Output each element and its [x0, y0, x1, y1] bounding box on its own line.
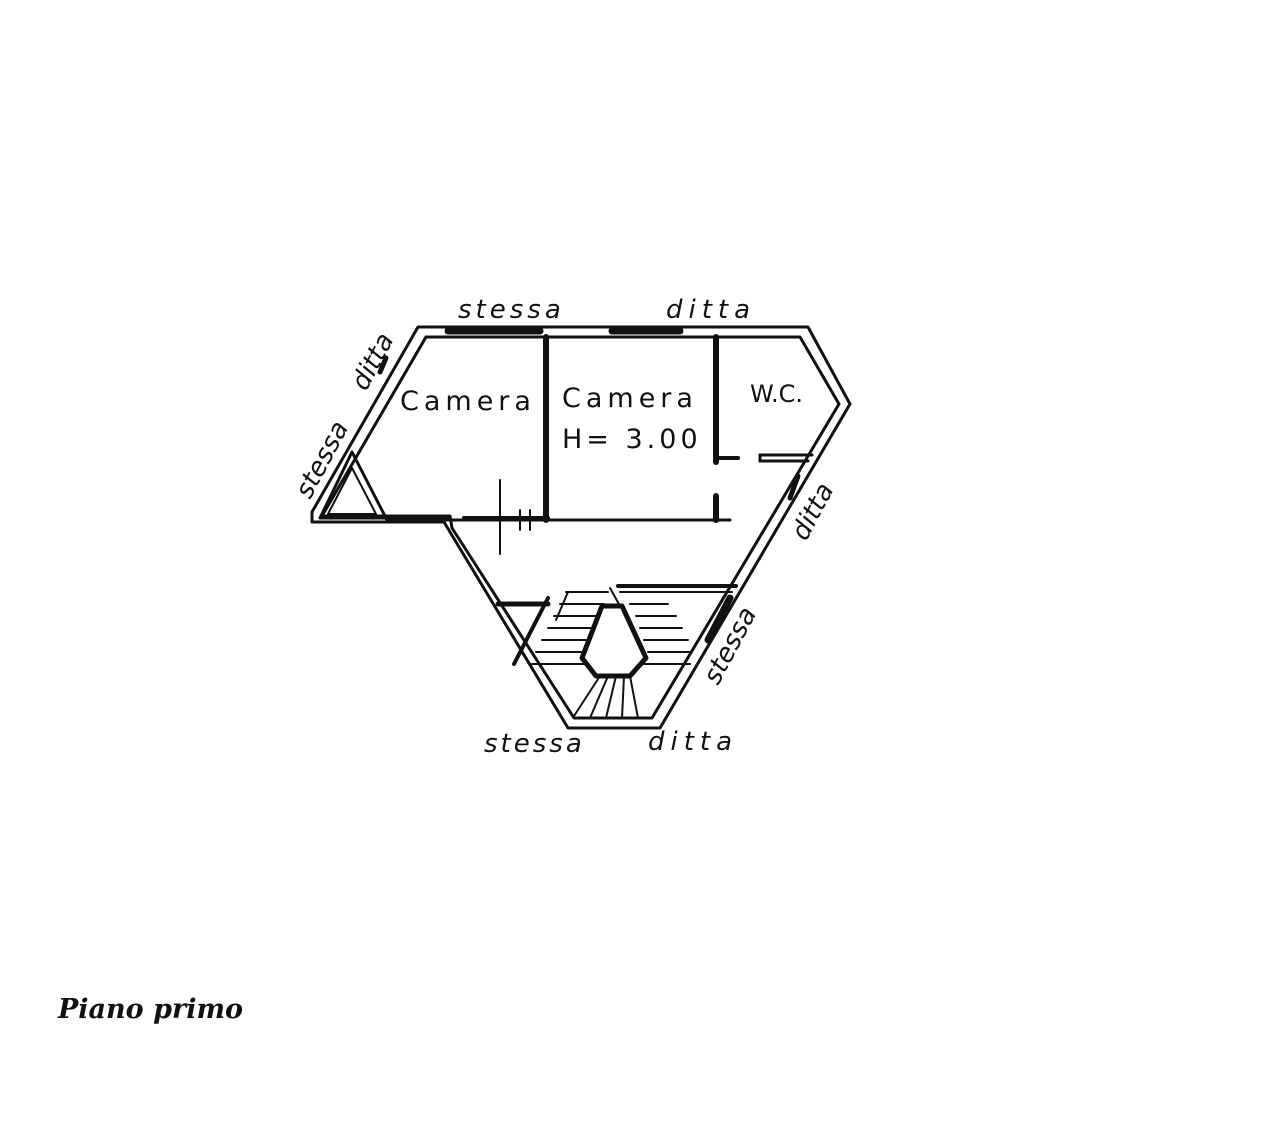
left-triangle	[318, 450, 388, 520]
boundary-label-left-bottom: stessa	[290, 416, 355, 503]
room-height-label: H= 3.00	[562, 424, 702, 455]
room-labels: Camera Camera H= 3.00 W.C.	[400, 380, 803, 455]
room-label-camera-left: Camera	[400, 386, 536, 417]
stair-landing	[495, 584, 738, 666]
boundary-labels: stessa ditta ditta stessa ditta stessa s…	[290, 295, 841, 759]
boundary-label-bottom-left: stessa	[484, 729, 585, 759]
dimension-ticks	[499, 479, 531, 555]
room-label-camera-center: Camera	[562, 383, 698, 414]
boundary-label-top-right: ditta	[666, 295, 756, 325]
outer-wall	[310, 325, 852, 730]
boundary-label-left-top: ditta	[346, 328, 401, 395]
boundary-label-bottom-right: ditta	[648, 727, 738, 757]
room-label-wc: W.C.	[750, 380, 803, 408]
stair-treads	[531, 587, 693, 719]
rooms-south-wall	[384, 514, 732, 522]
right-wall-thick	[704, 594, 734, 644]
floor-caption: Piano primo	[58, 994, 244, 1025]
boundary-label-top-left: stessa	[458, 295, 565, 325]
